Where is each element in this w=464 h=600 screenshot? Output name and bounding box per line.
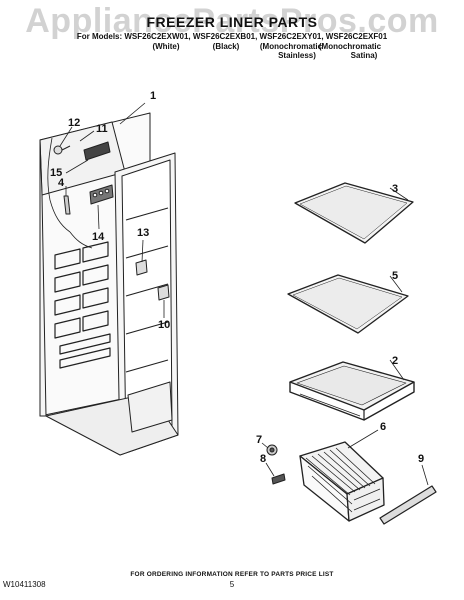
glass-shelf-middle	[287, 274, 409, 334]
callout-15: 15	[50, 167, 62, 179]
glass-shelf-upper	[294, 182, 414, 244]
callout-13: 13	[137, 227, 149, 239]
callout-10: 10	[158, 319, 170, 331]
roller-screw	[271, 473, 286, 485]
light-housing	[83, 141, 111, 161]
callout-5: 5	[392, 270, 398, 282]
model-column-line: (Black)	[212, 42, 240, 51]
callout-4: 4	[58, 177, 65, 189]
freezer-basket	[299, 441, 385, 522]
shelf-clip-lower	[157, 284, 170, 301]
model-column-stainless: (Monochromatic Stainless)	[255, 42, 327, 60]
model-column-line: (Monochromatic	[318, 42, 382, 51]
callout-3: 3	[392, 183, 398, 195]
model-column-line: Stainless)	[278, 51, 316, 60]
callout-2: 2	[392, 355, 398, 367]
model-column-satina: (Monochromatic Satina)	[314, 42, 386, 60]
framed-shelf-lower	[289, 361, 415, 421]
callout-9: 9	[418, 453, 424, 465]
callout-1: 1	[150, 90, 156, 102]
callout-6: 6	[380, 421, 386, 433]
callout-labels: 1 2 3 4 5 6 7 8 9 10 11 12 13 14 15	[50, 90, 424, 465]
model-column-line: (White)	[152, 42, 180, 51]
shelf-clip-upper	[135, 259, 148, 276]
light-switch	[89, 184, 114, 205]
model-column-line: (Monochromatic	[259, 42, 323, 51]
callout-7: 7	[256, 434, 262, 446]
callout-11: 11	[96, 123, 108, 135]
thermistor	[63, 195, 71, 215]
basket-roller	[266, 444, 278, 456]
light-bulb-socket	[53, 145, 71, 155]
basket-slide-rail	[379, 485, 437, 525]
model-column-line: Satina)	[350, 51, 378, 60]
leader-lines	[59, 102, 429, 486]
model-column-white: (White)	[136, 42, 196, 51]
callout-8: 8	[260, 453, 266, 465]
page-title: FREEZER LINER PARTS	[146, 14, 318, 30]
document-number: W10411308	[3, 580, 46, 589]
page-number: 5	[229, 580, 235, 589]
model-list: For Models: WSF26C2EXW01, WSF26C2EXB01, …	[76, 32, 388, 41]
ordering-info-note: FOR ORDERING INFORMATION REFER TO PARTS …	[130, 571, 334, 578]
callout-14: 14	[92, 231, 105, 243]
model-column-black: (Black)	[196, 42, 256, 51]
freezer-liner	[39, 112, 179, 456]
callout-12: 12	[68, 117, 80, 129]
